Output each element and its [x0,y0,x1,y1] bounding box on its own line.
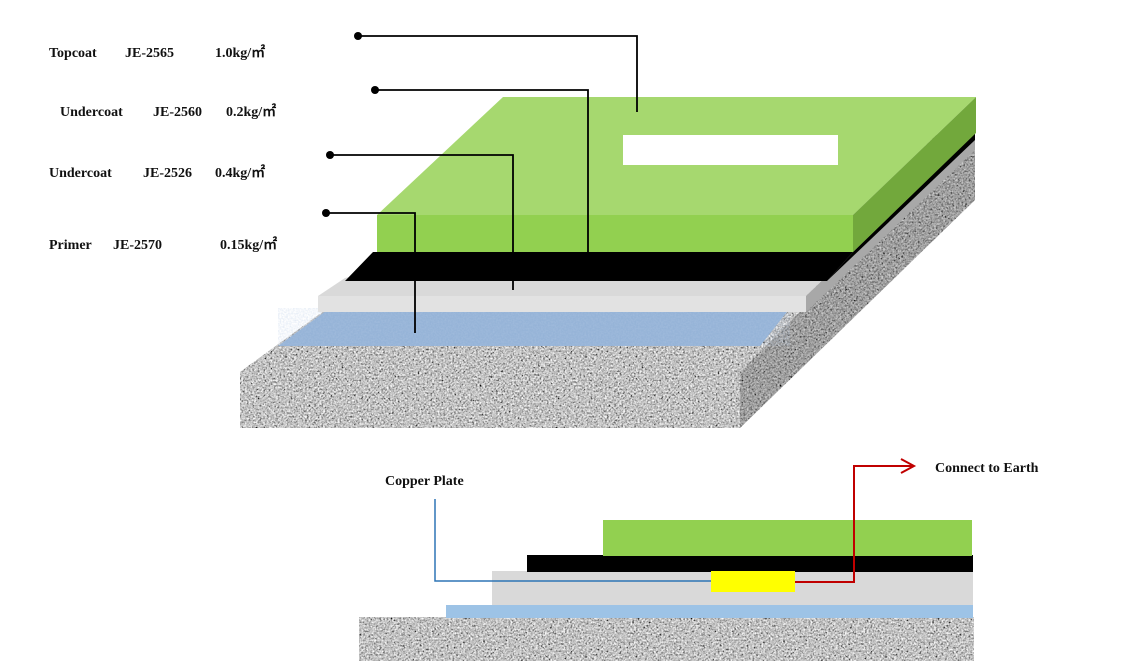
leader-dot-undercoat-2560 [371,86,379,94]
copper-plate-label: Copper Plate [385,474,464,489]
undercoat-2526-front [318,296,806,312]
section-topcoat [603,520,972,556]
topcoat-front [377,215,853,252]
label-undercoat-2526-name: Undercoat [49,166,112,181]
undercoat-2560-front [345,252,853,281]
cross-section [359,458,974,661]
section-concrete [359,617,974,661]
copper-plate [711,571,795,592]
label-undercoat-2526: Undercoat JE-2526 0.4kg/㎡ [42,147,265,183]
section-undercoat-2560 [527,555,973,572]
label-undercoat-2526-rate: 0.4kg/㎡ [215,166,266,181]
concrete-slab-side-shade [740,135,975,428]
leader-lines [326,35,638,333]
label-undercoat-2560-code: JE-2560 [153,105,202,120]
label-topcoat-rate: 1.0kg/㎡ [215,46,266,61]
leader-primer [326,212,416,333]
leader-topcoat [358,35,638,112]
label-primer-code: JE-2570 [113,238,162,253]
label-primer: Primer JE-2570 0.15kg/㎡ [42,219,277,255]
label-primer-name: Primer [49,238,92,253]
label-undercoat-2526-code: JE-2526 [143,166,192,181]
section-primer [446,605,973,618]
leader-dots [322,32,379,217]
leader-undercoat-2560 [375,89,589,252]
leader-dot-primer [322,209,330,217]
label-topcoat: Topcoat JE-2565 1.0kg/㎡ [42,27,265,63]
concrete-slab-side [740,135,975,428]
topcoat-side [853,97,976,252]
leader-dot-undercoat-2526 [326,151,334,159]
label-topcoat-name: Topcoat [49,46,97,61]
label-undercoat-2560: Undercoat JE-2560 0.2kg/㎡ [53,86,276,122]
undercoat-2560-side [827,133,975,281]
floor-3d [240,97,976,428]
leader-undercoat-2526 [330,154,514,290]
primer-texture [278,308,790,346]
topcoat-white-label [623,135,838,165]
leader-dot-topcoat [354,32,362,40]
connect-to-earth-label: Connect to Earth [935,461,1039,476]
earth-wire [795,465,914,583]
label-topcoat-code: JE-2565 [125,46,174,61]
copper-wire [434,499,711,582]
label-primer-rate: 0.15kg/㎡ [220,238,278,253]
earth-arrow-head [900,458,917,474]
label-undercoat-2560-name: Undercoat [60,105,123,120]
label-undercoat-2560-rate: 0.2kg/㎡ [226,105,277,120]
concrete-slab-front [240,372,740,428]
